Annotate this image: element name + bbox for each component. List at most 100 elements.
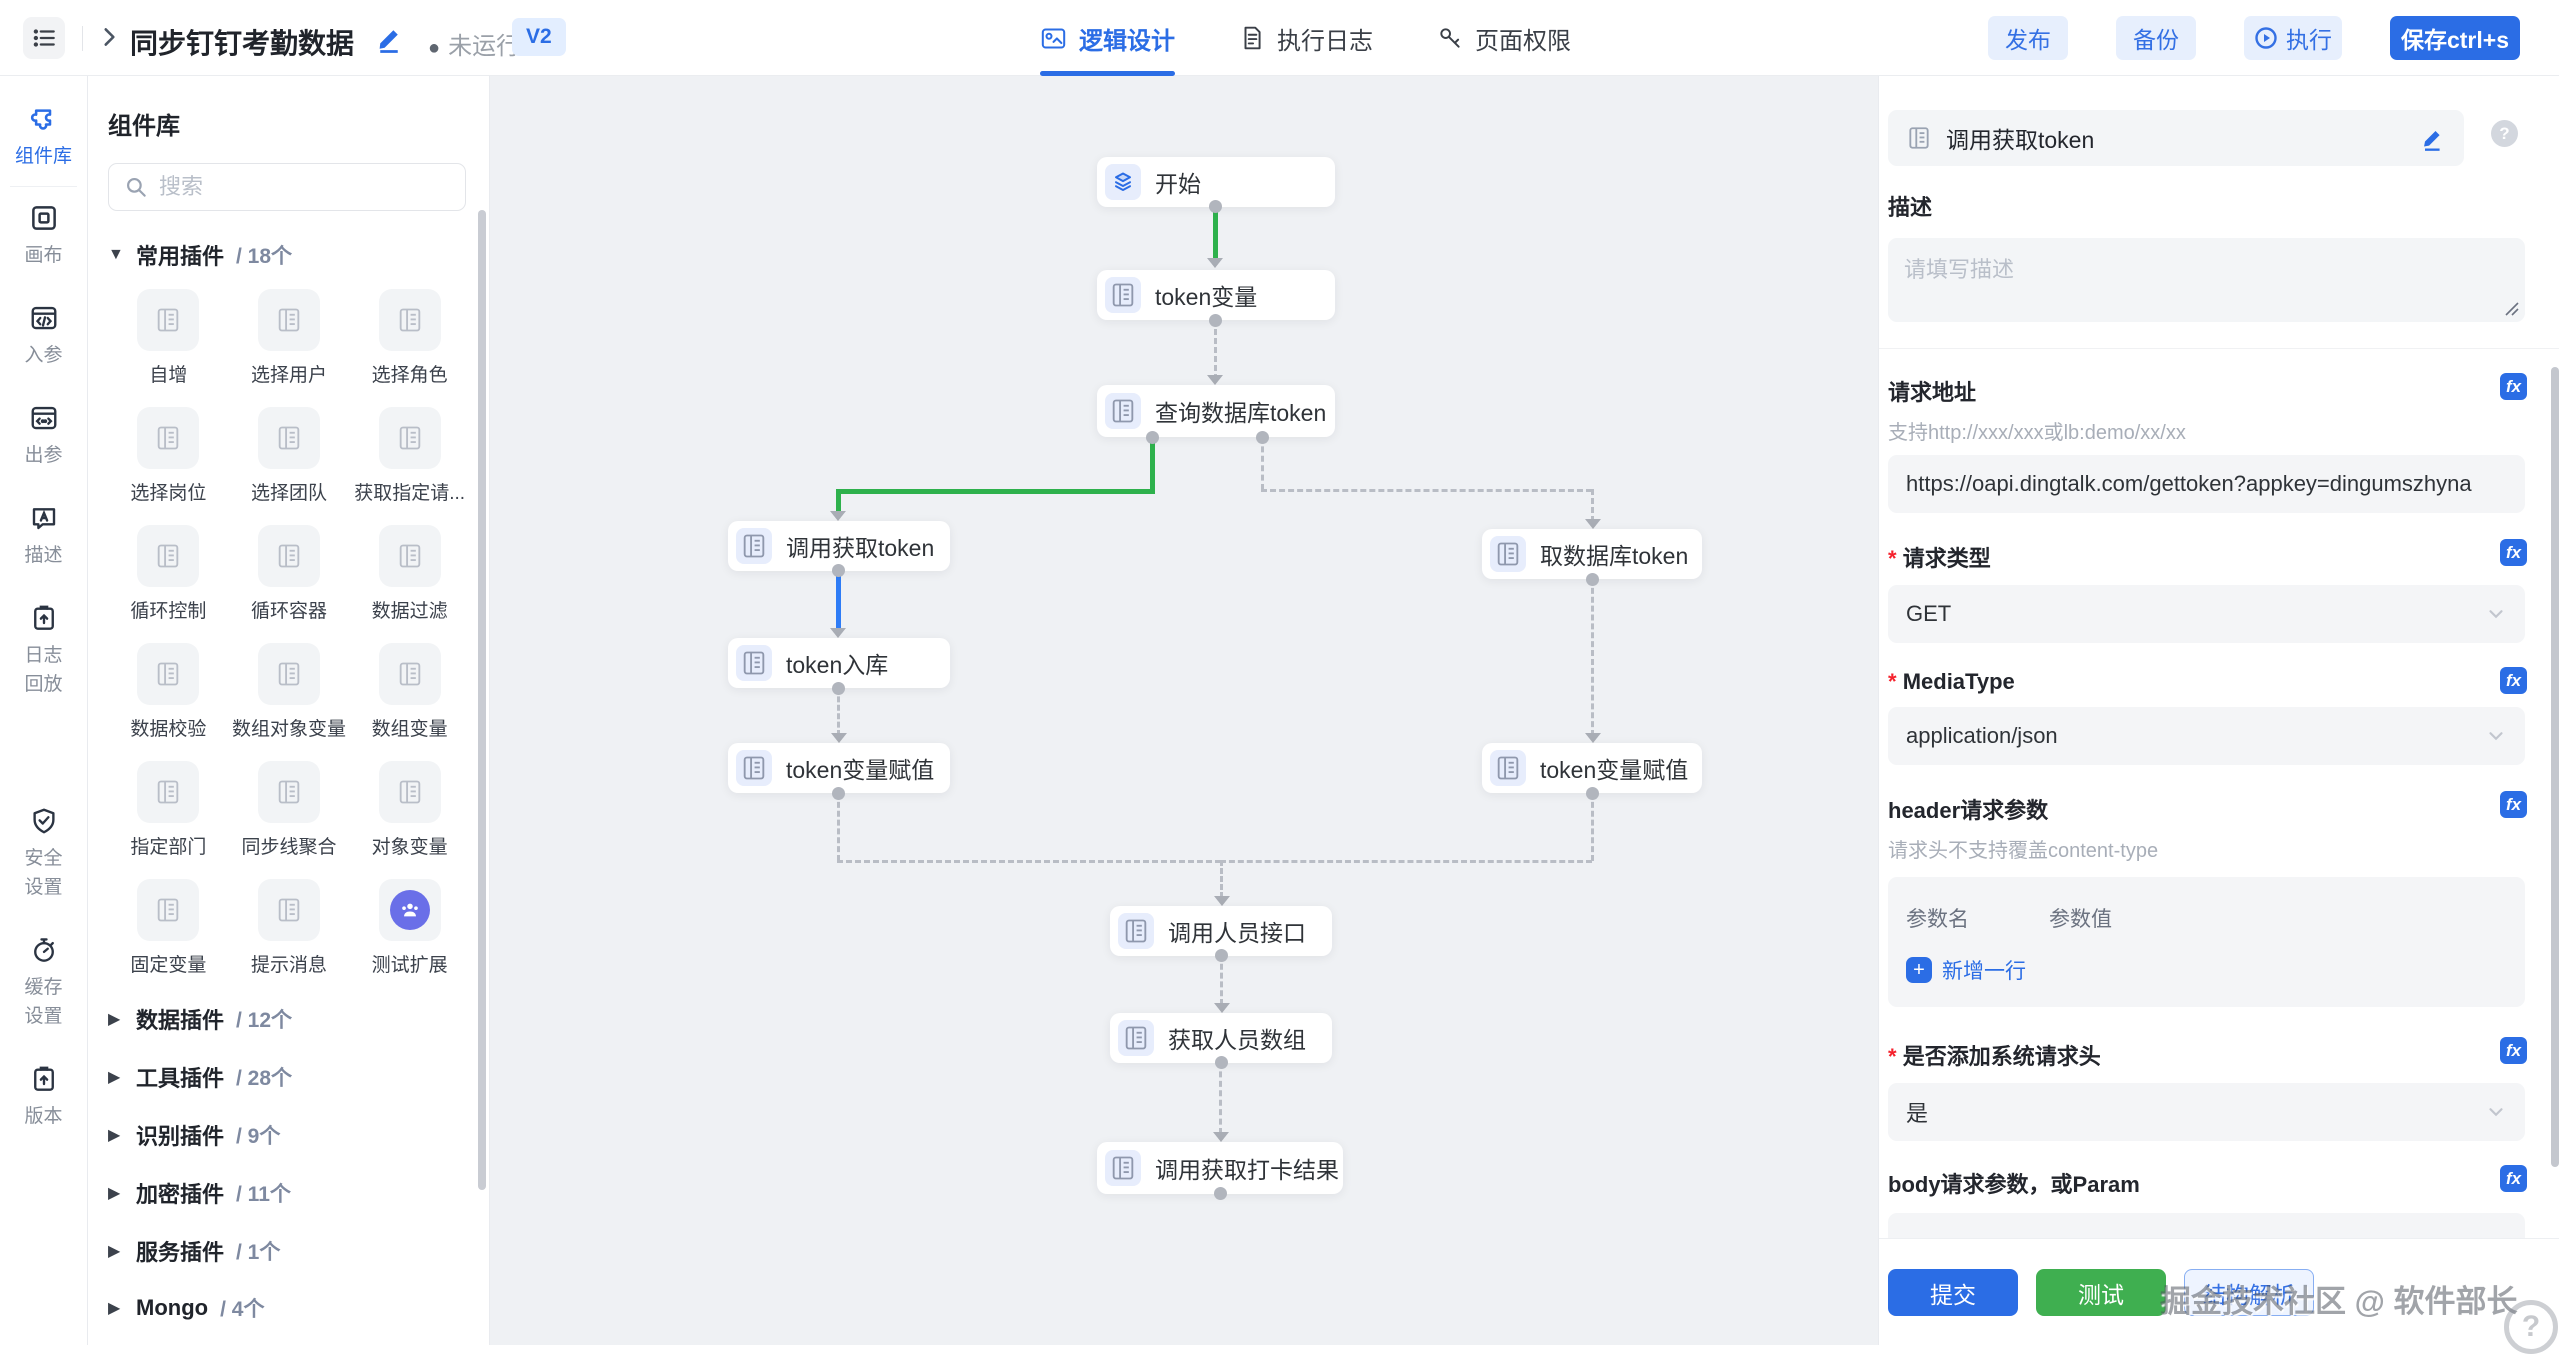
arrowhead [1214,1003,1230,1013]
submit-button[interactable]: 提交 [1888,1269,2018,1316]
rail-item-puzzle[interactable]: 组件库 [0,102,87,168]
node-query-db-token[interactable]: 查询数据库token [1097,385,1335,437]
port-dot[interactable] [1214,1187,1227,1200]
port-dot[interactable] [832,682,845,695]
library-title: 组件库 [108,106,489,141]
component-doc-icon [258,643,320,705]
fx-badge[interactable]: fx [2500,791,2527,818]
library-search[interactable] [108,163,466,211]
component-item[interactable]: 选择岗位 [108,407,229,505]
component-item[interactable]: 数组对象变量 [229,643,350,741]
port-dot[interactable] [1586,787,1599,800]
component-item[interactable]: 循环容器 [229,525,350,623]
request-type-select[interactable]: GET [1888,585,2525,643]
help-icon[interactable]: ? [2491,120,2518,147]
arrowhead [1207,375,1223,385]
component-item[interactable]: 选择用户 [229,289,350,387]
section-header-collapsed[interactable]: ▶Mongo/ 4个 [108,1293,489,1323]
section-header-collapsed[interactable]: ▶加密插件/ 11个 [108,1177,489,1209]
component-item[interactable]: 数据过滤 [349,525,470,623]
search-input[interactable] [159,174,439,200]
port-dot[interactable] [1215,1056,1228,1069]
section-header-collapsed[interactable]: ▶识别插件/ 9个 [108,1119,489,1151]
node-token-var[interactable]: token变量 [1097,270,1335,320]
component-item[interactable]: 数据校验 [108,643,229,741]
port-dot[interactable] [1209,314,1222,327]
node-token-assign-right[interactable]: token变量赋值 [1482,743,1702,793]
port-dot[interactable] [1215,949,1228,962]
node-doc-icon [736,528,772,564]
component-item[interactable]: 测试扩展 [349,879,470,977]
port-dot[interactable] [1146,431,1159,444]
component-item[interactable]: 指定部门 [108,761,229,859]
tab-logic-design[interactable]: 逻辑设计 [1040,0,1175,76]
section-header-collapsed[interactable]: ▶数据插件/ 12个 [108,1003,489,1035]
component-item[interactable]: 数组变量 [349,643,470,741]
inspector-scrollbar[interactable] [2551,367,2559,1167]
rail-item-log-replay[interactable]: 日志回放 [0,603,87,696]
edge-assignR-merge-h [1220,860,1592,863]
backup-button[interactable]: 备份 [2116,16,2196,60]
rail-item-label: 缓存 [24,976,62,999]
input-params-icon [29,303,59,338]
component-item[interactable]: 获取指定请... [349,407,470,505]
fx-badge[interactable]: fx [2500,667,2527,694]
node-token-assign-left[interactable]: token变量赋值 [728,743,950,793]
section-header-collapsed[interactable]: ▶工具插件/ 28个 [108,1061,489,1093]
rail-item-label: 安全 [24,847,62,870]
component-item[interactable]: 自增 [108,289,229,387]
rail-item-shield[interactable]: 安全设置 [0,806,87,899]
fx-badge[interactable]: fx [2500,539,2527,566]
desc-textarea[interactable]: 请填写描述 [1888,238,2525,322]
component-item[interactable]: 选择团队 [229,407,350,505]
component-item[interactable]: 循环控制 [108,525,229,623]
resize-handle-icon[interactable] [2503,300,2519,316]
port-dot[interactable] [832,564,845,577]
structure-button[interactable]: 结构解析 [2184,1269,2314,1316]
system-header-select[interactable]: 是 [1888,1083,2525,1141]
fx-badge[interactable]: fx [2500,373,2527,400]
breadcrumb-chevron-icon[interactable] [96,24,122,55]
rail-item-canvas[interactable]: 画布 [0,203,87,267]
node-get-db-token[interactable]: 取数据库token [1482,529,1702,579]
save-button[interactable]: 保存ctrl+s [2390,16,2520,60]
rail-item-output-params[interactable]: 出参 [0,403,87,467]
rail-item-timer[interactable]: 缓存设置 [0,935,87,1028]
publish-button[interactable]: 发布 [1988,16,2068,60]
component-item[interactable]: 对象变量 [349,761,470,859]
desc-label: 描述 [1888,190,2534,222]
port-dot[interactable] [1586,573,1599,586]
fx-badge[interactable]: fx [2500,1037,2527,1064]
component-item[interactable]: 同步线聚合 [229,761,350,859]
run-button[interactable]: 执行 [2244,16,2342,60]
port-dot[interactable] [1256,431,1269,444]
test-button[interactable]: 测试 [2036,1269,2166,1316]
component-item[interactable]: 选择角色 [349,289,470,387]
edge-assignL-merge-v [837,793,840,861]
port-dot[interactable] [1209,200,1222,213]
rail-item-input-params[interactable]: 入参 [0,303,87,367]
component-item[interactable]: 提示消息 [229,879,350,977]
section-header-collapsed[interactable]: ▶服务插件/ 1个 [108,1235,489,1267]
rail-item-describe[interactable]: 描述 [0,503,87,567]
edit-node-title-icon[interactable] [2418,124,2446,152]
edit-title-icon[interactable] [374,24,404,59]
flow-canvas[interactable]: 开始 token变量 查询数据库token 调用获取token 取数据库toke… [490,76,1878,1345]
add-header-row-button[interactable]: + 新增一行 [1906,955,2507,985]
section-header-expanded[interactable]: ▼常用插件/ 18个 [108,239,489,271]
node-token-store[interactable]: token入库 [728,638,950,688]
port-dot[interactable] [832,787,845,800]
rail-item-version[interactable]: 版本 [0,1064,87,1128]
menu-icon[interactable] [23,17,65,59]
version-badge[interactable]: V2 [512,18,566,56]
component-label: 循环控制 [130,596,206,623]
triangle-right-icon: ▶ [108,1067,124,1087]
component-item[interactable]: 固定变量 [108,879,229,977]
library-scrollbar[interactable] [478,210,486,1190]
tab-page-perms[interactable]: 页面权限 [1437,0,1571,76]
fx-badge[interactable]: fx [2500,1165,2527,1192]
request-url-input[interactable]: https://oapi.dingtalk.com/gettoken?appke… [1888,455,2525,513]
divider [1879,348,2559,349]
tab-exec-log[interactable]: 执行日志 [1239,0,1373,76]
media-type-select[interactable]: application/json [1888,707,2525,765]
